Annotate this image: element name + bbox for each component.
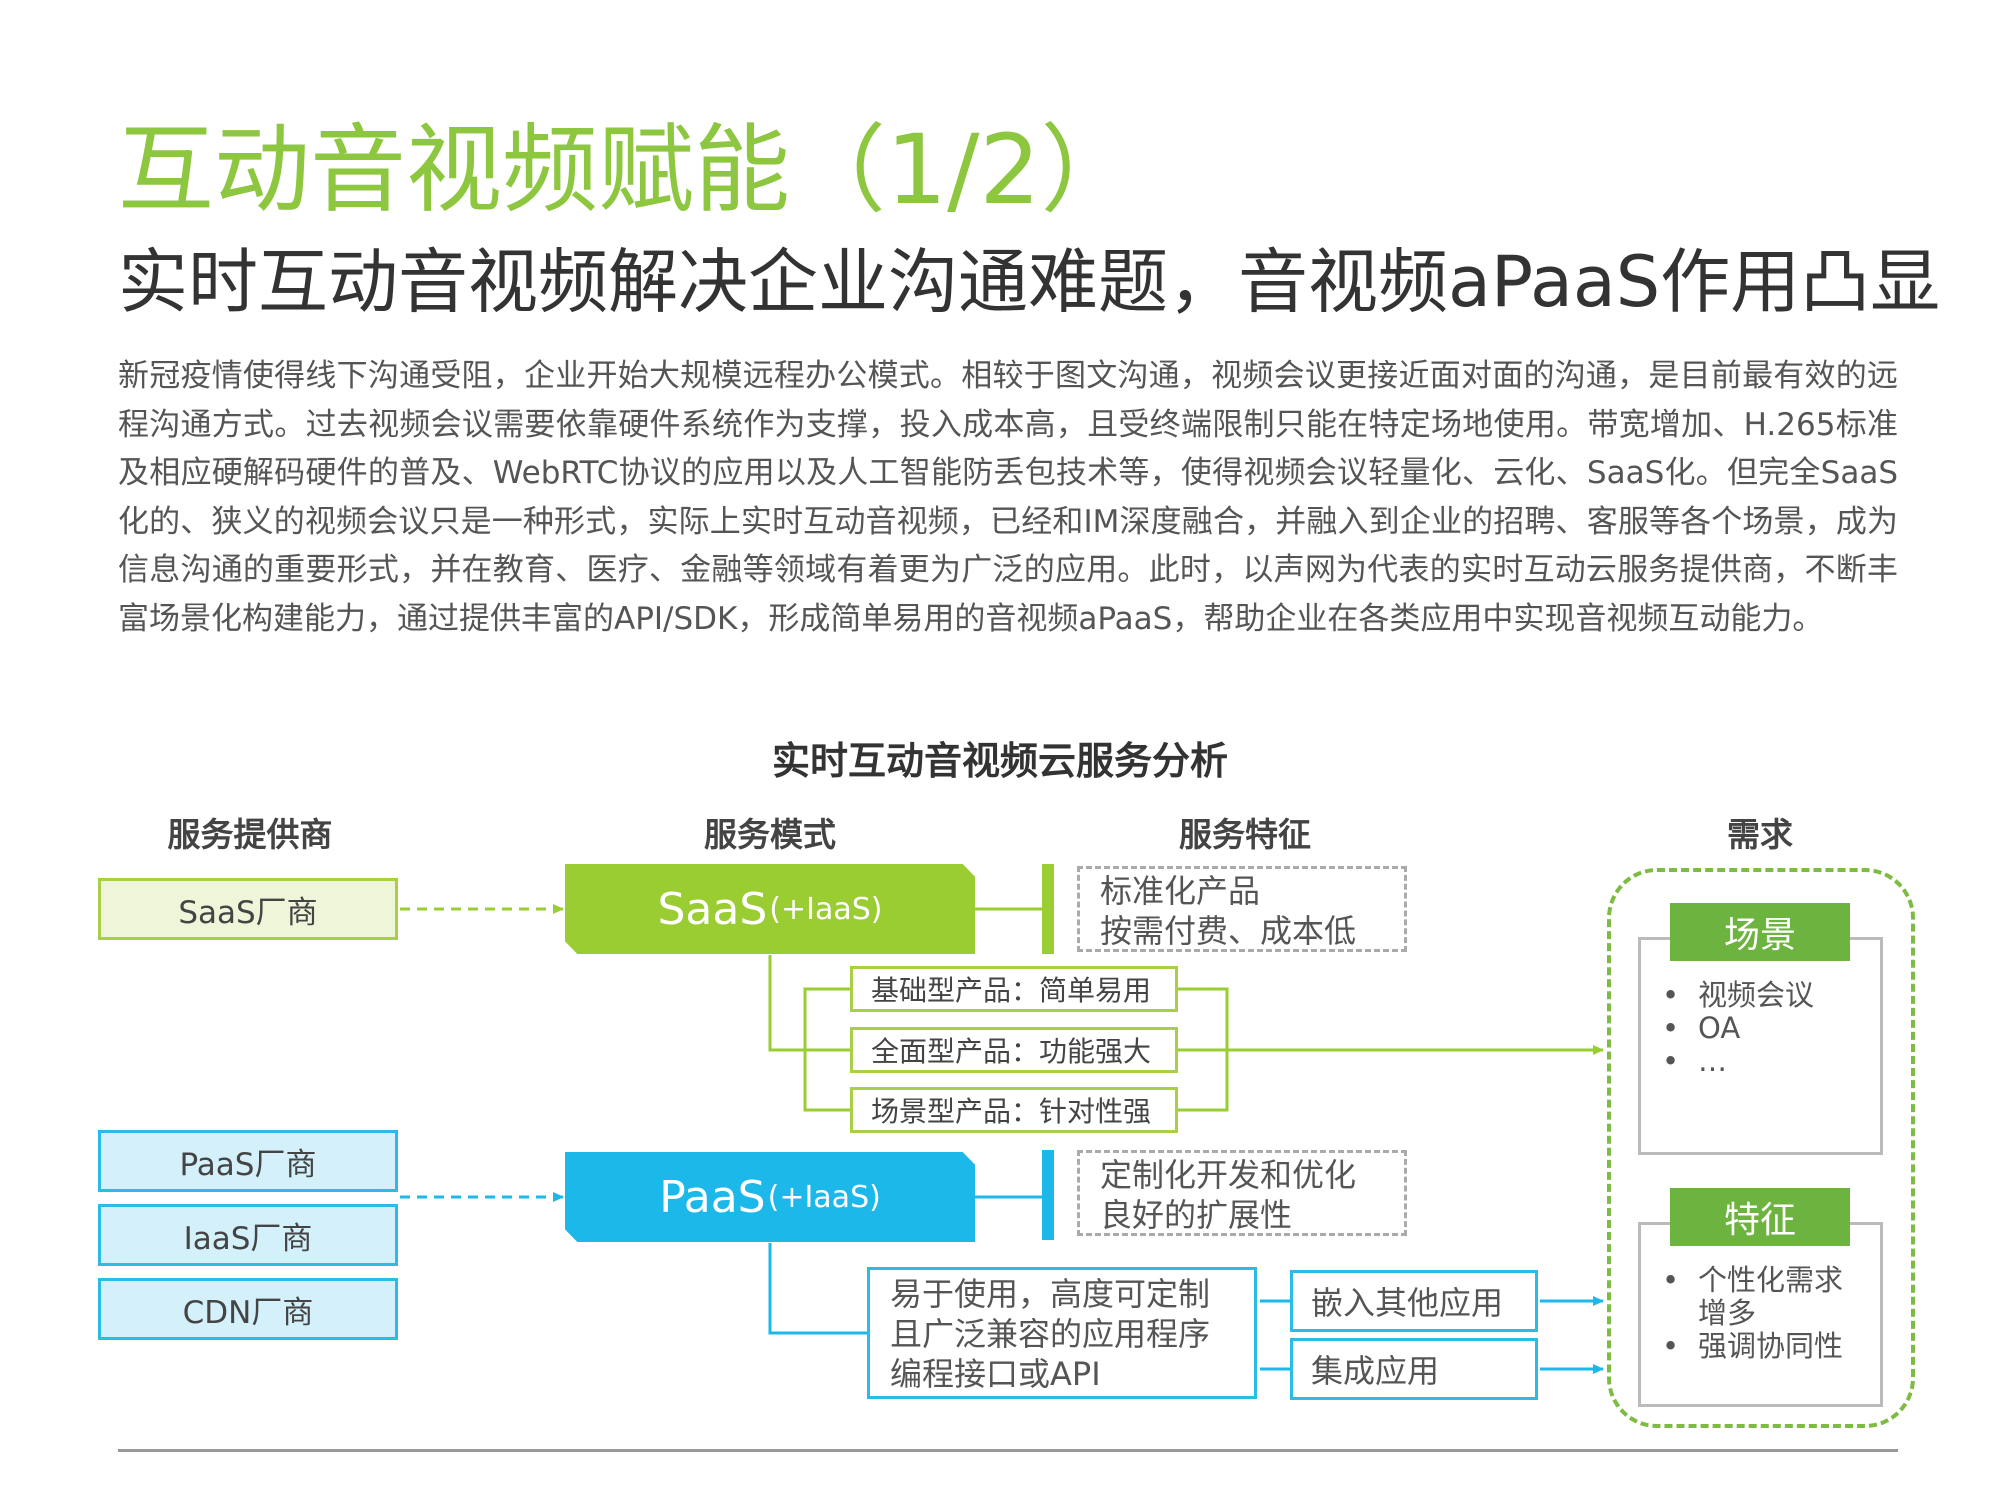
saas-feature-box: 标准化产品 按需付费、成本低 [1077,866,1407,952]
header-modes: 服务模式 [704,815,836,854]
api-line-1: 易于使用，高度可定制 [890,1275,1211,1313]
saas-feature-bar [1042,864,1054,954]
header-needs: 需求 [1727,815,1793,854]
api-box: 易于使用，高度可定制 且广泛兼容的应用程序 编程接口或API [867,1267,1257,1399]
vendor-iaas: IaaS厂商 [98,1204,398,1266]
paas-feature-bar [1042,1150,1054,1240]
paas-feature-box: 定制化开发和优化 良好的扩展性 [1077,1150,1407,1236]
needs-scene-label: 场景 [1670,903,1850,961]
header-providers: 服务提供商 [167,815,333,854]
list-item: OA [1662,1012,1814,1046]
api-line-3: 编程接口或API [890,1355,1101,1393]
vendor-paas: PaaS厂商 [98,1130,398,1192]
paas-feature-2: 良好的扩展性 [1100,1196,1293,1234]
api-line-2: 且广泛兼容的应用程序 [890,1315,1211,1353]
mode-paas: PaaS(+IaaS) [565,1152,975,1242]
mode-paas-main: PaaS [659,1171,766,1223]
vendor-cdn: CDN厂商 [98,1278,398,1340]
footer-divider [118,1449,1898,1452]
body-paragraph: 新冠疫情使得线下沟通受阻，企业开始大规模远程办公模式。相较于图文沟通，视频会议更… [118,358,1898,637]
needs-container [1607,868,1915,1428]
diagram-title: 实时互动音视频云服务分析 [771,739,1228,783]
app-integrate: 集成应用 [1290,1338,1538,1400]
mode-saas-sub: (+IaaS) [769,891,883,927]
saas-product-scene: 场景型产品：针对性强 [850,1087,1178,1133]
paas-feature-1: 定制化开发和优化 [1100,1156,1357,1194]
saas-product-basic: 基础型产品：简单易用 [850,966,1178,1012]
saas-tree-line [768,955,805,1052]
saas-product-full: 全面型产品：功能强大 [850,1027,1178,1073]
list-item: … [1662,1045,1814,1079]
saas-feature-2: 按需付费、成本低 [1100,912,1357,950]
mode-saas: SaaS(+IaaS) [565,864,975,954]
needs-scene-list: 视频会议 OA … [1662,979,1814,1079]
page-title: 互动音视频赋能（1/2） [118,114,1137,226]
list-item: 强调协同性 [1662,1330,1862,1364]
paas-tree-line [768,1243,867,1335]
mode-saas-main: SaaS [657,883,768,935]
app-embed: 嵌入其他应用 [1290,1270,1538,1332]
mode-paas-sub: (+IaaS) [767,1179,881,1215]
header-features: 服务特征 [1179,815,1311,854]
page-subtitle: 实时互动音视频解决企业沟通难题，音视频aPaaS作用凸显 [118,241,1941,323]
needs-feature-label: 特征 [1670,1188,1850,1246]
saas-feature-1: 标准化产品 [1100,872,1261,910]
list-item: 视频会议 [1662,979,1814,1013]
needs-feature-list: 个性化需求增多 强调协同性 [1662,1264,1862,1364]
vendor-saas: SaaS厂商 [98,878,398,940]
list-item: 个性化需求增多 [1662,1264,1862,1330]
